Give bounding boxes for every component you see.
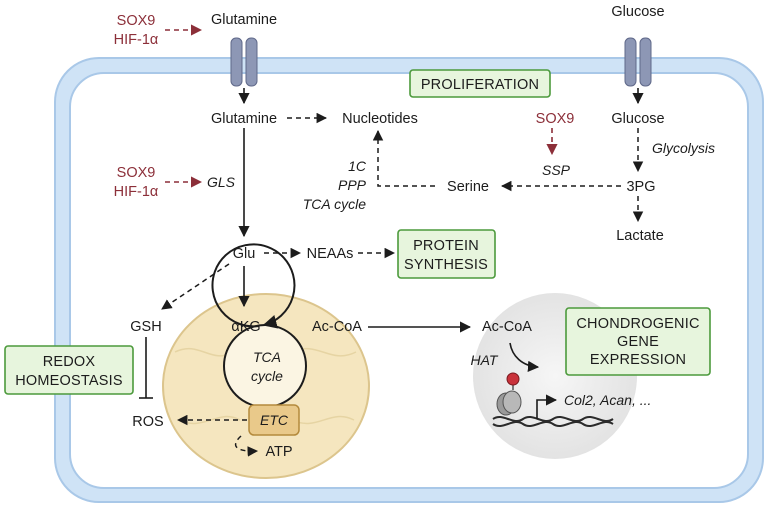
ssp-label: SSP: [542, 162, 571, 178]
serine-label: Serine: [447, 179, 489, 195]
chondrogenic-box: CHONDROGENIC GENE EXPRESSION: [565, 307, 711, 376]
neaas-label: NEAAs: [307, 246, 354, 262]
gsh-label: GSH: [130, 319, 161, 335]
sox9-regulator-top: SOX9: [117, 13, 156, 29]
acetyl-coa-mitochondrial-label: Ac-CoA: [312, 319, 362, 335]
glutamine-extracellular-label: Glutamine: [211, 12, 277, 28]
protein-synthesis-box: PROTEIN SYNTHESIS: [397, 229, 496, 279]
tca-cycle-label: TCA cycle: [303, 196, 366, 212]
regulator-arrows: [165, 24, 558, 188]
redox-label: REDOX: [43, 354, 96, 370]
chondrogenic-genes-label: Col2, Acan, ...: [564, 392, 651, 408]
proliferation-label: PROLIFERATION: [421, 77, 539, 93]
proliferation-box: PROLIFERATION: [409, 69, 551, 98]
etc-label: ETC: [260, 412, 289, 428]
chondrogenic-label: CHONDROGENIC: [576, 316, 699, 332]
glutamine-transporter: [230, 37, 258, 87]
akg-label: αKG: [231, 319, 260, 335]
redox-homeostasis-box: REDOX HOMEOSTASIS: [4, 345, 134, 395]
ppp-label: PPP: [338, 177, 367, 193]
etc-complex: [248, 404, 300, 436]
acetyl-coa-nuclear-label: Ac-CoA: [482, 319, 532, 335]
hif1a-regulator-gls: HIF-1α: [114, 184, 159, 200]
tca-inner-label: TCA: [253, 349, 281, 365]
ros-label: ROS: [132, 414, 163, 430]
sox9-regulator-gls: SOX9: [117, 165, 156, 181]
gls-label: GLS: [207, 174, 236, 190]
glutamine-intracellular-label: Glutamine: [211, 111, 277, 127]
glucose-extracellular-label: Glucose: [611, 4, 664, 20]
glucose-intracellular-label: Glucose: [611, 111, 664, 127]
synthesis-label: SYNTHESIS: [404, 257, 488, 273]
one-carbon-label: 1C: [348, 158, 367, 174]
lactate-label: Lactate: [616, 228, 664, 244]
3pg-label: 3PG: [626, 179, 655, 195]
hif1a-regulator-top: HIF-1α: [114, 32, 159, 48]
glucose-transporter: [624, 37, 652, 87]
cycle-inner-label: cycle: [251, 368, 283, 384]
pathway-arrows: [139, 88, 644, 457]
transcription-start-arrow: [536, 394, 558, 419]
gene-label: GENE: [617, 334, 659, 350]
nucleosome-icon: [496, 372, 522, 416]
sox9-regulator-ssp: SOX9: [536, 111, 575, 127]
nucleotides-label: Nucleotides: [342, 111, 418, 127]
homeostasis-label: HOMEOSTASIS: [15, 373, 122, 389]
glu-label: Glu: [233, 246, 256, 262]
atp-label: ATP: [265, 444, 292, 460]
mitochondrion: [162, 293, 370, 479]
glycolysis-label: Glycolysis: [652, 140, 715, 156]
expression-label: EXPRESSION: [590, 352, 686, 368]
hat-label: HAT: [471, 352, 499, 368]
protein-label: PROTEIN: [413, 238, 479, 254]
tca-cycle-arrow: [211, 243, 296, 329]
